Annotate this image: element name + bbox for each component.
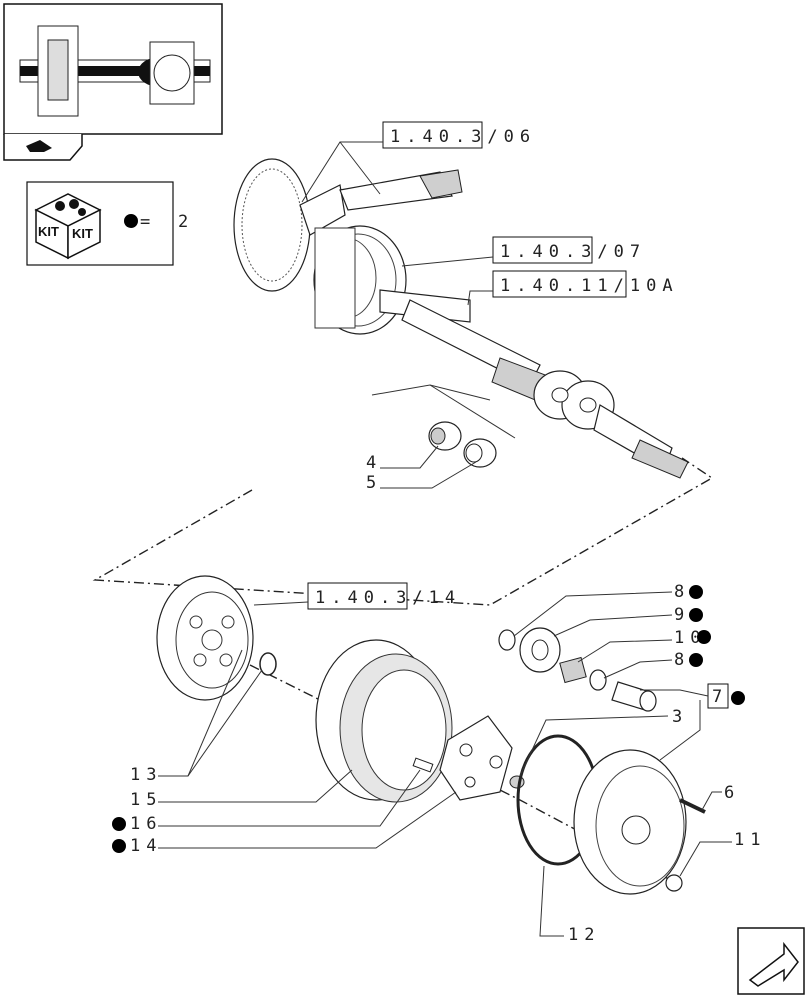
folder-arrow-icon[interactable] <box>26 140 52 152</box>
snap-ring-13[interactable] <box>259 652 277 676</box>
svg-text:9: 9 <box>674 605 690 625</box>
svg-text:5: 5 <box>366 473 382 493</box>
svg-text:6: 6 <box>724 783 740 803</box>
callout-12[interactable]: 12 <box>539 865 600 945</box>
kit-box-icon: KIT KIT <box>34 193 102 260</box>
callout-5[interactable]: 5 <box>366 461 477 493</box>
reference-1-40-3-14[interactable]: 1.40.3/14 <box>253 582 461 610</box>
reference-1-40-11-10a[interactable]: 1.40.11/10A <box>467 270 679 306</box>
kit-legend: KIT KIT = 2 <box>26 181 194 266</box>
washer-8-bottom[interactable] <box>589 669 607 691</box>
svg-text:15: 15 <box>130 790 162 810</box>
svg-text:14: 14 <box>130 836 162 856</box>
callout-9[interactable]: 9 <box>553 605 703 637</box>
kit-equals: = <box>140 212 156 232</box>
screw-6[interactable] <box>679 798 706 814</box>
callout-13[interactable]: 13 <box>130 649 263 785</box>
shaft-pin[interactable] <box>611 681 657 712</box>
callout-10[interactable]: 10 <box>577 628 711 663</box>
needle-bearing-10[interactable] <box>559 656 587 684</box>
planet-gear-9[interactable] <box>519 627 561 673</box>
next-page-arrow-icon <box>748 941 799 987</box>
svg-text:11: 11 <box>734 830 766 850</box>
svg-text:3: 3 <box>672 707 688 727</box>
svg-text:4: 4 <box>366 453 382 473</box>
svg-text:7: 7 <box>712 687 728 707</box>
kit-quantity: 2 <box>178 212 194 232</box>
thumbnail-panel[interactable] <box>3 3 223 161</box>
callout-16[interactable]: 16 <box>112 769 421 834</box>
plate-14[interactable] <box>439 715 513 801</box>
svg-text:16: 16 <box>130 814 162 834</box>
kit-dot-icon <box>124 214 138 228</box>
reference-1-40-3-06[interactable]: 1.40.3/06 <box>301 121 536 203</box>
upper-assembly <box>233 158 689 479</box>
callout-6[interactable]: 6 <box>701 783 740 811</box>
callout-3[interactable]: 3 <box>519 707 688 777</box>
callout-8-top[interactable]: 8 <box>513 582 703 637</box>
svg-text:8: 8 <box>674 650 690 670</box>
plug-11[interactable] <box>665 874 683 892</box>
callout-15[interactable]: 15 <box>130 769 353 810</box>
reference-label: 1.40.11/10A <box>500 276 679 296</box>
svg-text:8: 8 <box>674 582 690 602</box>
planet-carrier[interactable] <box>156 575 254 701</box>
svg-text:13: 13 <box>130 765 162 785</box>
bolt-16[interactable] <box>412 757 434 773</box>
reference-1-40-3-07[interactable]: 1.40.3/07 <box>401 236 646 267</box>
ring-gear-15[interactable] <box>315 639 453 803</box>
callout-4[interactable]: 4 <box>366 445 439 473</box>
callout-8-bottom[interactable]: 8 <box>603 650 703 679</box>
axle-thumbnail-icon <box>19 25 211 117</box>
cover-7[interactable] <box>573 749 687 895</box>
bushing-4[interactable] <box>428 421 462 451</box>
svg-text:10: 10 <box>674 628 706 648</box>
reference-label: 1.40.3/14 <box>315 588 461 608</box>
kit-label-left: KIT <box>38 224 59 239</box>
reference-label: 1.40.3/07 <box>500 242 646 262</box>
bushing-5[interactable] <box>463 438 497 468</box>
kit-label-right: KIT <box>72 226 93 241</box>
callout-14[interactable]: 14 <box>112 791 457 856</box>
washer-8-top[interactable] <box>498 629 516 651</box>
pin-3[interactable] <box>509 775 525 789</box>
reference-label: 1.40.3/06 <box>390 127 536 147</box>
svg-text:12: 12 <box>568 925 600 945</box>
callout-11[interactable]: 11 <box>679 830 766 877</box>
next-page-button[interactable] <box>737 927 805 995</box>
callout-7[interactable]: 7 <box>640 683 745 761</box>
